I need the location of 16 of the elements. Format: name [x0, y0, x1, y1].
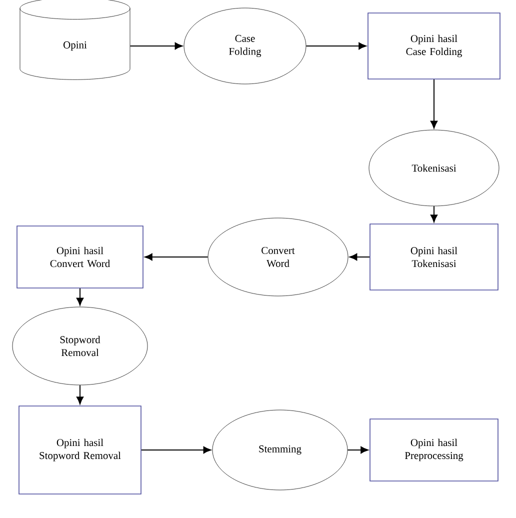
- arrow: [76, 288, 84, 306]
- arrow: [144, 253, 208, 261]
- arrow: [349, 253, 370, 261]
- data-box: Opini hasil Stopword Removal: [18, 406, 142, 494]
- data-box: Opini hasil Preprocessing: [370, 418, 498, 482]
- data-box: Opini hasil Case Folding: [368, 12, 500, 80]
- arrow: [306, 42, 366, 50]
- arrow: [347, 446, 368, 454]
- database-cylinder: Opini: [20, 0, 130, 80]
- arrow: [140, 446, 212, 454]
- arrow: [430, 78, 438, 129]
- data-box: Opini hasil Convert Word: [16, 226, 144, 288]
- arrow: [76, 384, 84, 404]
- data-box: Opini hasil Tokenisasi: [370, 224, 498, 290]
- arrow: [430, 206, 438, 222]
- arrow: [130, 42, 183, 50]
